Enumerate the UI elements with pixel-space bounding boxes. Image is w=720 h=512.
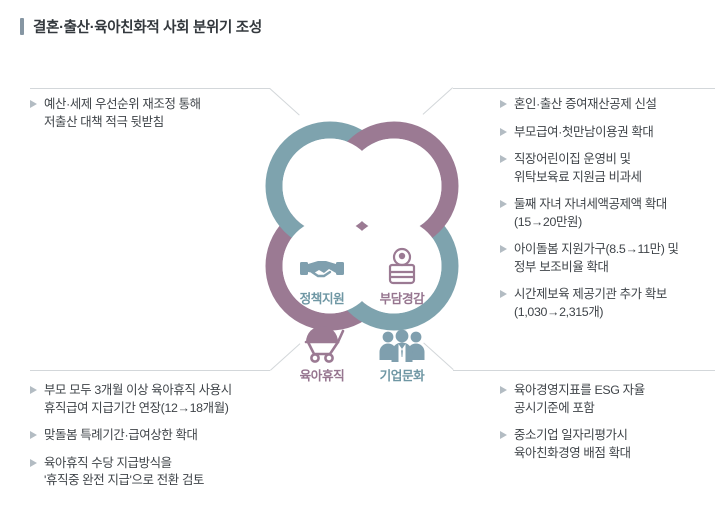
list-item: 육아휴직 수당 지급방식을 '휴직중 완전 지급'으로 전환 검토 <box>30 455 280 490</box>
bullet-triangle-icon <box>30 386 37 394</box>
list-item: 아이돌봄 지원가구(8.5→11만) 및 정부 보조비율 확대 <box>500 241 715 276</box>
list-item-text: 맞돌봄 특례기간·급여상한 확대 <box>44 428 198 442</box>
list-item: 부모급여·첫만남이용권 확대 <box>500 124 715 142</box>
list-item: 예산·세제 우선순위 재조정 통해 저출산 대책 적극 뒷받침 <box>30 96 270 131</box>
list-item-text: 혼인·출산 증여재산공제 신설 <box>514 97 657 111</box>
bullet-triangle-icon <box>500 386 507 394</box>
petal-label-policy-support: 정책지원 <box>299 292 345 306</box>
list-item-text: 부모 모두 3개월 이상 육아휴직 사용시 휴직급여 지급기간 연장(12→18… <box>44 383 232 415</box>
divider-top-right <box>453 88 715 89</box>
baby-icon <box>378 246 426 286</box>
list-item: 시간제보육 제공기관 추가 확보 (1,030→2,315개) <box>500 286 715 321</box>
divider-bottom-left <box>30 370 270 371</box>
quadrant-bottom-left: 부모 모두 3개월 이상 육아휴직 사용시 휴직급여 지급기간 연장(12→18… <box>30 382 280 490</box>
page-header: 결혼·출산·육아친화적 사회 분위기 조성 <box>20 16 262 37</box>
bullet-triangle-icon <box>500 200 507 208</box>
bullet-triangle-icon <box>500 100 507 108</box>
title-accent-bar <box>20 18 24 35</box>
list-item: 직장어린이집 운영비 및 위탁보육료 지원금 비과세 <box>500 151 715 186</box>
list-item-text: 중소기업 일자리평가시 육아친화경영 배점 확대 <box>514 428 631 460</box>
bullet-triangle-icon <box>30 458 37 467</box>
list-item: 중소기업 일자리평가시 육아친화경영 배점 확대 <box>500 427 715 462</box>
bullet-triangle-icon <box>30 100 37 108</box>
stroller-icon <box>298 324 346 364</box>
divider-top-left <box>30 88 270 89</box>
quadrant-top-right: 혼인·출산 증여재산공제 신설 부모급여·첫만남이용권 확대 직장어린이집 운영… <box>500 96 715 321</box>
list-item: 둘째 자녀 자녀세액공제액 확대 (15→20만원) <box>500 196 715 231</box>
bullet-triangle-icon <box>500 127 507 136</box>
petal-label-childcare-leave: 육아휴직 <box>299 369 345 383</box>
list-item-text: 직장어린이집 운영비 및 위탁보육료 지원금 비과세 <box>514 152 642 184</box>
list-item-text: 시간제보육 제공기관 추가 확보 (1,030→2,315개) <box>514 287 667 319</box>
list-item-text: 육아경영지표를 ESG 자율 공시기준에 포함 <box>514 383 645 415</box>
center-clover-diagram: 정책지원 부담경감 육아휴직 기업문화 <box>262 108 462 383</box>
list-item-text: 예산·세제 우선순위 재조정 통해 저출산 대책 적극 뒷받침 <box>44 97 201 129</box>
bullet-triangle-icon <box>30 431 37 439</box>
list-item-text: 아이돌봄 지원가구(8.5→11만) 및 정부 보조비율 확대 <box>514 242 679 274</box>
petal-label-corporate-culture: 기업문화 <box>379 369 425 383</box>
bullet-triangle-icon <box>500 431 507 439</box>
bullet-triangle-icon <box>500 245 507 253</box>
list-item: 부모 모두 3개월 이상 육아휴직 사용시 휴직급여 지급기간 연장(12→18… <box>30 382 280 417</box>
handshake-icon <box>298 248 346 288</box>
petal-fill-burden-relief <box>346 138 442 234</box>
clover-rings <box>265 121 459 331</box>
bullet-triangle-icon <box>500 155 507 163</box>
quadrant-bottom-right: 육아경영지표를 ESG 자율 공시기준에 포함 중소기업 일자리평가시 육아친화… <box>500 382 715 462</box>
list-item-text: 둘째 자녀 자녀세액공제액 확대 (15→20만원) <box>514 197 667 229</box>
bullet-triangle-icon <box>500 290 507 298</box>
divider-bottom-right <box>453 370 715 371</box>
petal-label-burden-relief: 부담경감 <box>379 292 425 306</box>
family-group-icon <box>378 326 426 366</box>
list-item: 맞돌봄 특례기간·급여상한 확대 <box>30 427 280 445</box>
list-item-text: 부모급여·첫만남이용권 확대 <box>514 124 654 139</box>
list-item-text: 육아휴직 수당 지급방식을 '휴직중 완전 지급'으로 전환 검토 <box>44 455 205 488</box>
list-item: 혼인·출산 증여재산공제 신설 <box>500 96 715 114</box>
list-item: 육아경영지표를 ESG 자율 공시기준에 포함 <box>500 382 715 417</box>
page-title: 결혼·출산·육아친화적 사회 분위기 조성 <box>33 20 262 36</box>
quadrant-top-left: 예산·세제 우선순위 재조정 통해 저출산 대책 적극 뒷받침 <box>30 96 270 131</box>
